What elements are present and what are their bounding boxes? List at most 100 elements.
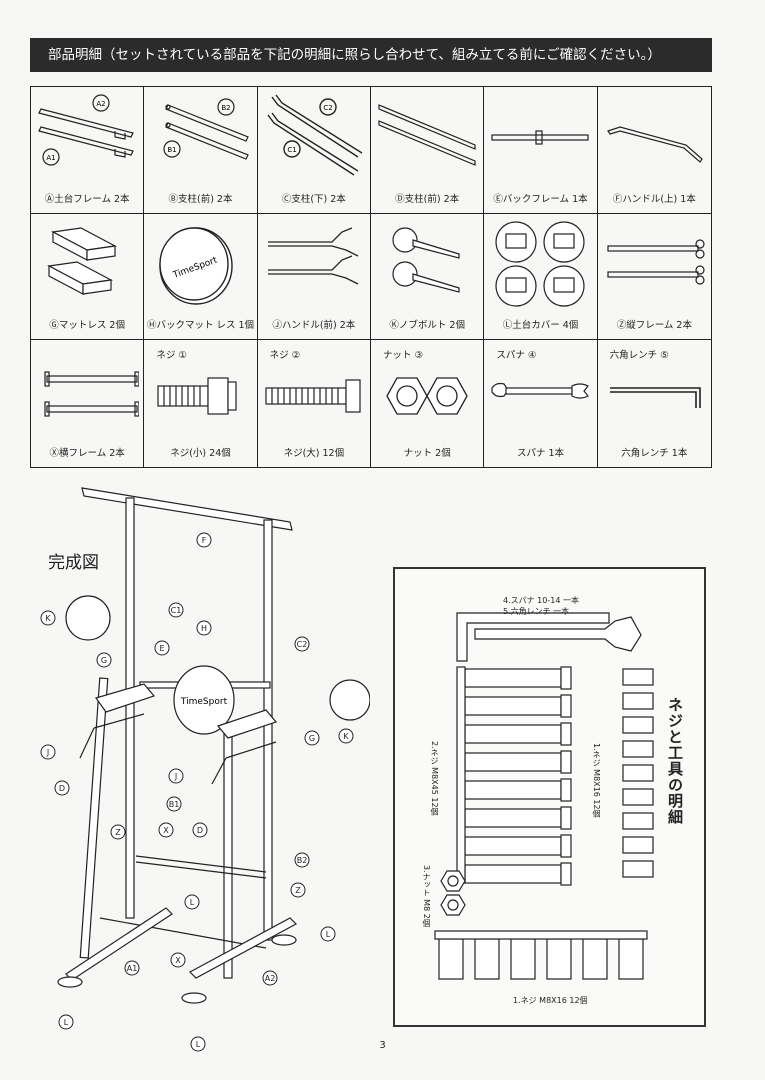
svg-text:B2: B2: [297, 856, 308, 865]
page-number: 3: [379, 1040, 386, 1051]
part-caption: Ⓩ縦フレーム 2本: [616, 320, 692, 332]
tag-c2: C2: [323, 104, 332, 112]
svg-text:G: G: [101, 656, 107, 665]
part-caption: Ⓧ横フレーム 2本: [49, 447, 125, 459]
part-top-label: スパナ ④: [496, 350, 537, 362]
part-cell-a: A2 A1 Ⓐ土台フレーム 2本: [31, 87, 145, 214]
svg-text:X: X: [175, 956, 181, 965]
nut-label: 3.ナット M8 2個: [422, 865, 431, 927]
svg-text:C1: C1: [171, 606, 182, 615]
svg-text:K: K: [343, 732, 349, 741]
front-handle-illustration: [267, 227, 358, 285]
svg-text:B1: B1: [169, 800, 180, 809]
svg-text:A1: A1: [127, 964, 138, 973]
callout-l-bottom: L: [190, 1036, 206, 1052]
parts-list-header: 部品明細（セットされている部品を下記の明細に照らし合わせて、組み立てる前にご確認…: [30, 38, 712, 72]
callout-k-right: K: [338, 728, 354, 744]
callout-x-top: X: [158, 822, 174, 838]
part-caption: ネジ(大) 12個: [283, 447, 345, 459]
svg-text:L: L: [190, 898, 195, 907]
part-top-label: ナット ③: [383, 350, 424, 362]
part-cell-k: Ⓚノブボルト 2個: [371, 213, 485, 341]
svg-text:G: G: [309, 734, 315, 743]
part-cell-spanner: スパナ ④ スパナ 1本: [484, 340, 598, 467]
svg-text:H: H: [201, 624, 207, 633]
part-cell-screw-small: ネジ ① ネジ(小) 24個: [144, 340, 258, 467]
lower-post-illustration: C2 C1: [267, 94, 363, 176]
part-cell-b: B2 B1 Ⓑ支柱(前) 2本: [144, 87, 258, 214]
part-cell-c: C2 C1 Ⓒ支柱(下) 2本: [257, 87, 371, 214]
small-screw-horizontal-label: 1.ネジ M8X16 12個: [513, 996, 588, 1005]
assembly-title: 完成図: [48, 553, 99, 573]
back-mat-illustration: TimeSport: [159, 226, 234, 305]
callout-g-left: G: [96, 652, 112, 668]
svg-text:L: L: [196, 1040, 201, 1049]
svg-text:A2: A2: [265, 974, 276, 983]
svg-text:Z: Z: [295, 886, 301, 895]
assembly-logo: TimeSport: [180, 697, 228, 707]
parts-table: A2 A1 Ⓐ土台フレーム 2本 B2 B1 Ⓑ支柱(前) 2本 C2 C1: [30, 86, 712, 468]
nut-illustration: [386, 377, 468, 415]
callout-g-right: G: [304, 730, 320, 746]
callout-l-right: L: [320, 926, 336, 942]
callout-c1: C1: [168, 602, 184, 618]
hardware-illustration: [434, 612, 654, 980]
svg-text:L: L: [64, 1018, 69, 1027]
part-cell-nut: ナット ③ ナット 2個: [371, 340, 485, 467]
hardware-box: 4.スパナ 10-14 一本 5.六角レンチ 一本 ネジと工具の明細 2.ネジ …: [393, 567, 706, 1027]
tag-a2: A2: [96, 100, 105, 108]
tool-line-spanner: 4.スパナ 10-14 一本: [503, 596, 579, 605]
part-caption: スパナ 1本: [516, 447, 565, 459]
callout-d-right: D: [192, 822, 208, 838]
tag-c1: C1: [287, 146, 296, 154]
part-caption: Ⓙハンドル(前) 2本: [272, 320, 356, 332]
knob-bolt-illustration: [392, 227, 460, 293]
callout-b1: B1: [166, 796, 182, 812]
upper-handle-illustration: [606, 126, 703, 163]
front-post-illustration: B2 B1: [163, 98, 250, 160]
part-caption: 六角レンチ 1本: [621, 447, 688, 459]
svg-text:Z: Z: [115, 828, 121, 837]
assembly-diagram: TimeSport F C1 C2 K E H G G K J J D B1 D…: [40, 487, 370, 1052]
part-caption: Ⓔバックフレーム 1本: [493, 193, 588, 205]
svg-text:J: J: [46, 748, 49, 757]
callout-z-right: Z: [290, 882, 306, 898]
svg-text:K: K: [45, 614, 51, 623]
part-cell-screw-large: ネジ ② ネジ(大) 12個: [258, 340, 371, 467]
part-caption: Ⓕハンドル(上) 1本: [612, 193, 696, 205]
callout-h: H: [196, 620, 212, 636]
part-caption: Ⓛ土台カバー 4個: [502, 320, 579, 332]
svg-text:D: D: [59, 784, 65, 793]
callout-l-top: L: [184, 894, 200, 910]
callout-a2: A2: [262, 970, 278, 986]
callout-z-left: Z: [110, 824, 126, 840]
svg-text:X: X: [163, 826, 169, 835]
svg-text:L: L: [326, 930, 331, 939]
part-caption: Ⓗバックマット レス 1個: [146, 320, 255, 332]
part-caption: Ⓖマットレス 2個: [49, 320, 125, 332]
part-cell-l: Ⓛ土台カバー 4個: [484, 213, 598, 341]
svg-text:D: D: [197, 826, 203, 835]
base-cover-illustration: [495, 221, 585, 307]
part-caption: Ⓚノブボルト 2個: [389, 320, 465, 332]
callout-e: E: [154, 640, 170, 656]
svg-text:F: F: [202, 536, 207, 545]
tool-line-hex: 5.六角レンチ 一本: [503, 607, 570, 616]
callout-b2: B2: [294, 852, 310, 868]
callout-x-bottom: X: [170, 952, 186, 968]
part-caption: Ⓓ支柱(前) 2本: [395, 193, 460, 205]
svg-text:E: E: [159, 644, 164, 653]
svg-text:C2: C2: [297, 640, 308, 649]
part-cell-d: Ⓓ支柱(前) 2本: [371, 87, 485, 214]
part-cell-j: Ⓙハンドル(前) 2本: [257, 213, 371, 341]
part-caption: Ⓑ支柱(前) 2本: [168, 193, 233, 205]
callout-f: F: [196, 532, 212, 548]
part-top-label: 六角レンチ ⑤: [609, 350, 669, 362]
hardware-box-title: ネジと工具の明細: [666, 697, 684, 825]
part-cell-x: Ⓧ横フレーム 2本: [31, 340, 145, 467]
part-cell-h: TimeSport Ⓗバックマット レス 1個: [144, 213, 258, 341]
part-cell-f: Ⓕハンドル(上) 1本: [597, 87, 711, 214]
part-caption: Ⓐ土台フレーム 2本: [44, 193, 130, 205]
part-caption: ネジ(小) 24個: [170, 447, 231, 459]
part-cell-z: Ⓩ縦フレーム 2本: [597, 214, 711, 341]
